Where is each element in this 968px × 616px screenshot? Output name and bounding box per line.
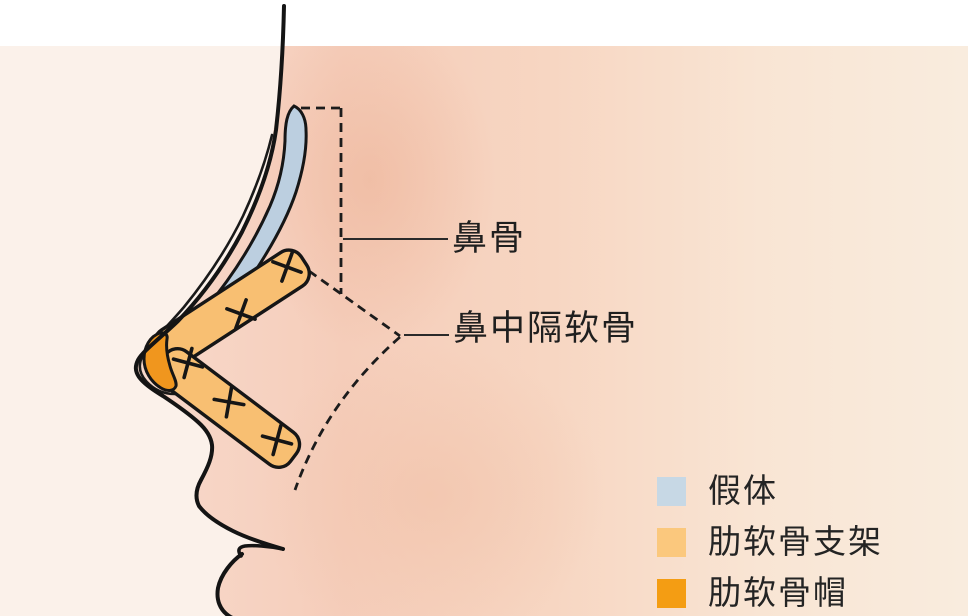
suture-marks	[171, 251, 303, 457]
suture-plus-mark	[171, 346, 205, 380]
nasal-bone-dashed-outline	[301, 106, 343, 294]
mouth-line	[237, 543, 285, 558]
suture-plus-mark	[212, 385, 246, 419]
legend-label-rib-cartilage-strut: 肋软骨支架	[708, 523, 883, 560]
lower-lip-line	[215, 552, 244, 616]
septum-label: 鼻中隔软骨	[453, 309, 639, 348]
suture-plus-mark	[225, 298, 257, 330]
legend-label-implant: 假体	[708, 472, 778, 509]
septum-dash-diagonal	[308, 269, 401, 338]
legend-label-rib-cartilage-cap: 肋软骨帽	[708, 574, 848, 611]
cheek-blush	[255, 345, 605, 616]
top-white-band	[0, 0, 968, 46]
legend-item-implant: 假体	[657, 474, 883, 508]
legend-item-rib-cartilage-strut: 肋软骨支架	[657, 525, 883, 559]
suture-plus-mark	[271, 251, 303, 283]
nasal-bone-label: 鼻骨	[452, 219, 527, 258]
face-profile-line	[133, 4, 286, 551]
legend: 假体 肋软骨支架 肋软骨帽	[657, 474, 883, 610]
septum-dash-curve	[293, 335, 401, 491]
skin-inner-line	[138, 133, 274, 396]
legend-swatch-rib-cartilage-cap	[657, 578, 686, 608]
legend-swatch-rib-cartilage-strut	[657, 527, 686, 557]
legend-swatch-implant	[657, 476, 686, 506]
legend-item-rib-cartilage-cap: 肋软骨帽	[657, 576, 883, 610]
septum-dashed-outline	[293, 269, 401, 491]
suture-plus-mark	[260, 423, 294, 457]
